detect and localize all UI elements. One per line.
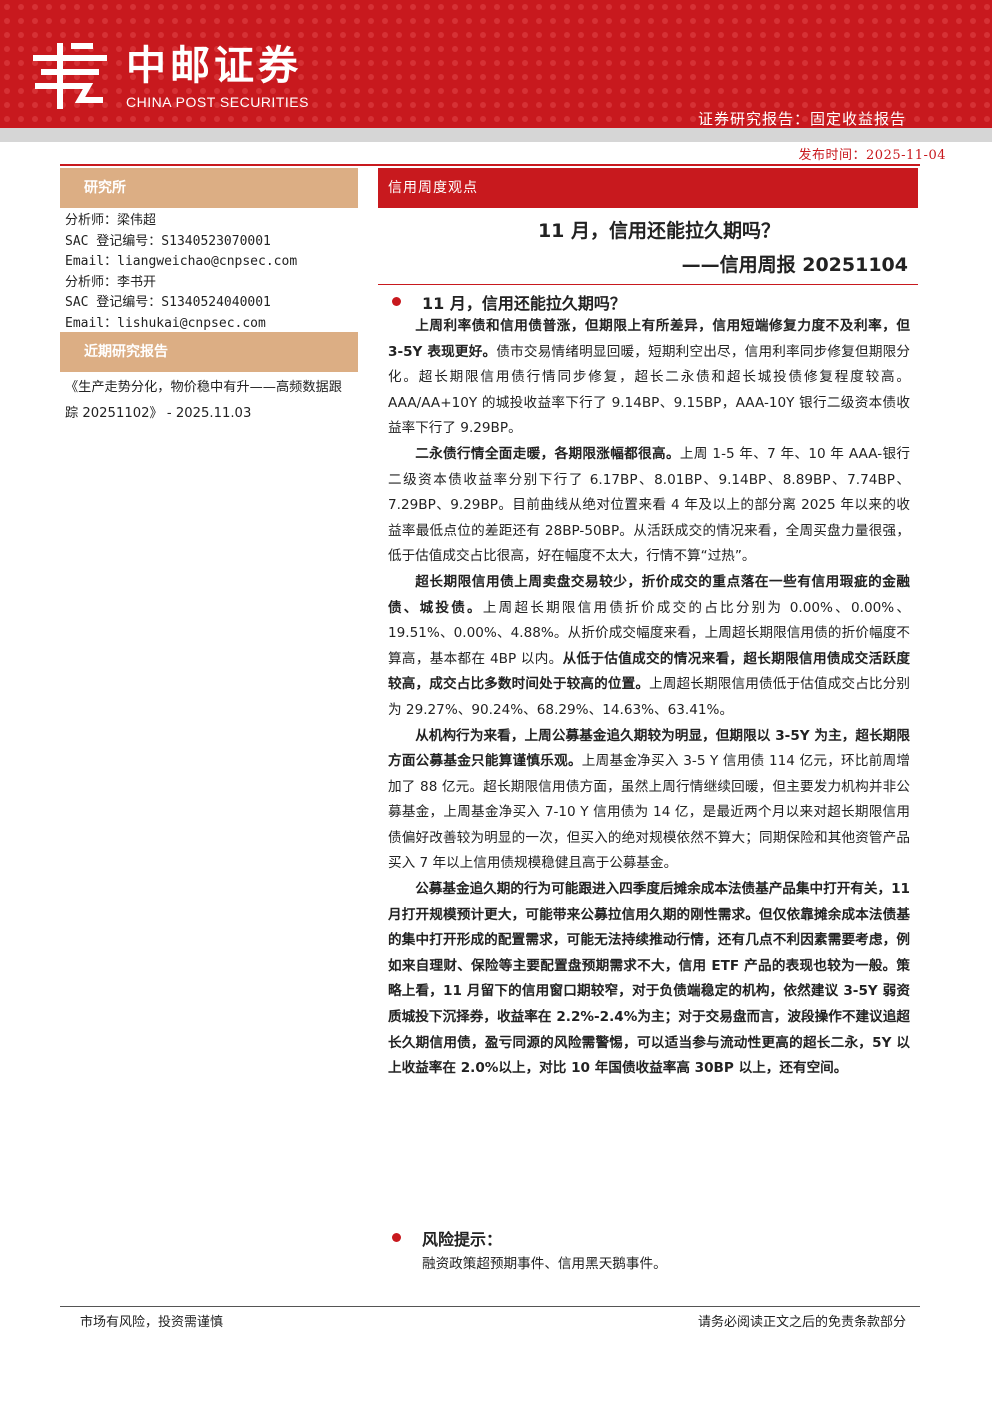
recent-report-link[interactable]: 《生产走势分化，物价稳中有升——高频数据跟踪 20251102》 - 2025.…	[65, 380, 342, 421]
bold-text: 超长期限信用债上周卖盘交易较少，折价成交的重点落在一些有信用瑕疵的金融债、城投债…	[388, 573, 910, 616]
body-paragraph: 二永债行情全面走暖，各期限涨幅都很高。上周 1-5 年、7 年、10 年 AAA…	[388, 442, 910, 570]
analyst-line: 分析师：李书开	[65, 274, 157, 290]
header-gray-bar	[0, 128, 992, 142]
publish-date: 发布时间：2025-11-04	[798, 148, 946, 163]
footer-disclaimer-right: 请务必阅读正文之后的免责条款部分	[697, 1315, 906, 1330]
header-divider	[60, 164, 920, 166]
logo-icon	[33, 43, 107, 109]
section-header: 信用周度观点	[378, 168, 918, 208]
section-heading: 11 月，信用还能拉久期吗？	[422, 294, 626, 313]
brand-name-en: CHINA POST SECURITIES	[126, 94, 309, 110]
report-type: 证券研究报告：固定收益报告	[697, 110, 906, 128]
bold-text: 二永债行情全面走暖，各期限涨幅都很高。	[415, 445, 680, 462]
bullet-icon	[392, 297, 401, 306]
institute-header: 研究所	[60, 168, 358, 208]
report-body: 上周利率债和信用债普涨，但期限上有所差异，信用短端修复力度不及利率，但 3-5Y…	[388, 314, 910, 1082]
risk-text: 融资政策超预期事件、信用黑天鹅事件。	[422, 1256, 667, 1272]
body-paragraph: 超长期限信用债上周卖盘交易较少，折价成交的重点落在一些有信用瑕疵的金融债、城投债…	[388, 570, 910, 724]
header-banner: 中邮证券 CHINA POST SECURITIES 证券研究报告：固定收益报告	[0, 0, 992, 128]
report-title: 11 月，信用还能拉久期吗？	[537, 220, 780, 242]
brand-name-cn: 中邮证券	[126, 43, 302, 89]
banner-pattern	[0, 0, 992, 128]
body-paragraph: 从机构行为来看，上周公募基金追久期较为明显，但期限以 3-5Y 为主，超长期限方…	[388, 724, 910, 878]
bold-text: 从低于估值成交的情况来看，超长期限信用债成交活跃度较高，成交占比多数时间处于较高…	[388, 650, 910, 693]
body-paragraph: 上周利率债和信用债普涨，但期限上有所差异，信用短端修复力度不及利率，但 3-5Y…	[388, 314, 910, 442]
analyst-line: SAC 登记编号：S1340523070001	[65, 233, 271, 249]
analyst-line: 分析师：梁伟超	[65, 213, 157, 228]
body-text: 上周 1-5 年、7 年、10 年 AAA-银行二级资本债收益率分别下行了 6.…	[388, 445, 911, 565]
bullet-icon	[392, 1233, 401, 1242]
bold-text: 上周利率债和信用债普涨，但期限上有所差异，信用短端修复力度不及利率，但 3-5Y…	[388, 318, 910, 360]
analyst-line: Email：lishukai@cnpsec.com	[65, 315, 266, 331]
analyst-line: SAC 登记编号：S1340524040001	[65, 295, 271, 311]
analyst-line: Email：liangweichao@cnpsec.com	[65, 254, 298, 270]
body-text: 上周超长期限信用债折价成交的占比分别为 0.00%、0.00%、19.51%、0…	[388, 599, 910, 667]
recent-reports-header: 近期研究报告	[60, 332, 358, 372]
risk-heading: 风险提示：	[422, 1230, 503, 1249]
body-text: 债市交易情绪明显回暖，短期利空出尽，信用利率同步修复但期限分化。超长期限信用债行…	[388, 343, 911, 437]
bold-text: 公募基金追久期的行为可能跟进入四季度后摊余成本法债基产品集中打开有关，11 月打…	[388, 881, 910, 1077]
body-text: 上周超长期限信用债低于估值成交占比分别为 29.27%、90.24%、68.29…	[388, 676, 911, 718]
footer-disclaimer-left: 市场有风险，投资需谨慎	[80, 1315, 224, 1330]
body-text: 上周基金净买入 3-5 Y 信用债 114 亿元，环比前周增加了 88 亿元。超…	[388, 753, 911, 872]
body-paragraph: 公募基金追久期的行为可能跟进入四季度后摊余成本法债基产品集中打开有关，11 月打…	[388, 877, 910, 1082]
analyst-info: 分析师：梁伟超 SAC 登记编号：S1340523070001 Email：li…	[65, 211, 297, 335]
footer-divider	[60, 1306, 920, 1307]
title-divider	[378, 284, 918, 285]
bold-text: 从机构行为来看，上周公募基金追久期较为明显，但期限以 3-5Y 为主，超长期限方…	[388, 727, 910, 770]
report-subtitle: ——信用周报 20251104	[681, 254, 908, 276]
